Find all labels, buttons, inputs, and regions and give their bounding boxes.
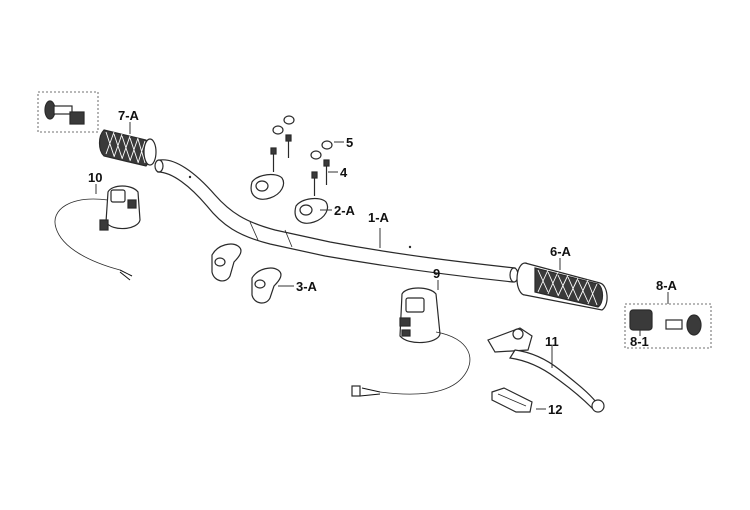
svg-text:6-A: 6-A [550,244,572,259]
label-1-A: 1-A [368,210,390,248]
label-12: 12 [536,402,562,417]
svg-text:8-A: 8-A [656,278,678,293]
svg-text:12: 12 [548,402,562,417]
svg-text:3-A: 3-A [296,279,318,294]
label-7-A: 7-A [118,108,140,134]
left-switch-part[interactable] [54,185,141,281]
left-bar-end-part[interactable] [37,91,99,133]
label-4: 4 [328,165,348,180]
right-grip-part[interactable] [516,262,608,311]
label-5: 5 [334,135,353,150]
left-grip-part[interactable] [98,129,157,167]
label-10: 10 [88,170,102,194]
lever-part[interactable] [487,327,605,413]
upper-clamps-part[interactable] [250,173,329,224]
svg-text:7-A: 7-A [118,108,140,123]
bolts-part[interactable] [270,134,330,196]
svg-text:11: 11 [545,334,559,349]
svg-text:1-A: 1-A [368,210,390,225]
svg-text:5: 5 [346,135,353,150]
caps-part[interactable] [272,115,333,160]
svg-text:10: 10 [88,170,102,185]
svg-text:8-1: 8-1 [630,334,649,349]
svg-text:2-A: 2-A [334,203,356,218]
label-6-A: 6-A [550,244,572,270]
label-2-A: 2-A [320,203,356,218]
label-11: 11 [545,334,559,368]
label-9: 9 [433,266,440,290]
label-8-1: 8-1 [630,330,649,349]
right-switch-part[interactable] [351,287,471,397]
lever-cover-part[interactable] [491,387,533,413]
label-8-A: 8-A [656,278,678,304]
label-3-A: 3-A [278,279,318,294]
svg-text:9: 9 [433,266,440,281]
handlebar-part[interactable] [154,159,519,283]
lower-clamps-part[interactable] [211,243,282,304]
svg-text:4: 4 [340,165,348,180]
right-bar-end-part[interactable] [624,303,712,349]
